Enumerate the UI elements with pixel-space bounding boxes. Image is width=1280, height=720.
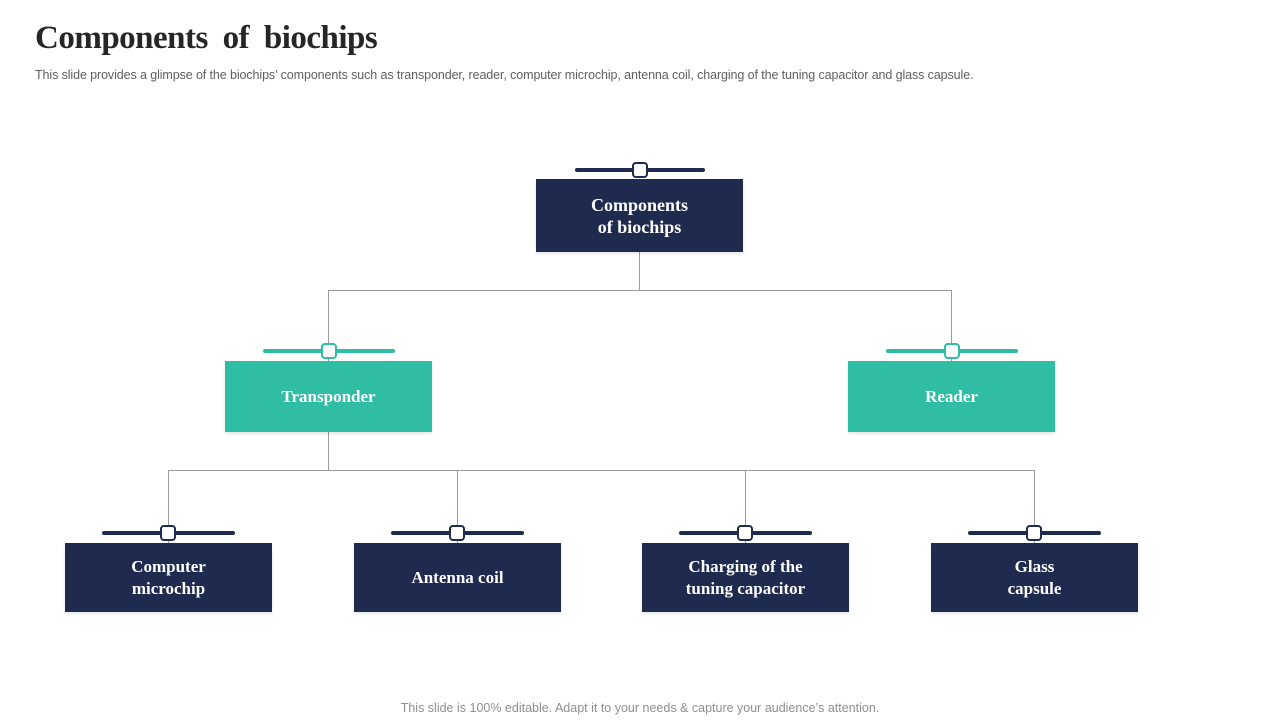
node-label: Glass capsule <box>1007 556 1062 598</box>
node-components-of-biochips[interactable]: Components of biochips <box>536 179 743 252</box>
connector-transponder-up <box>328 290 329 361</box>
handle-knob-antenna <box>449 525 465 541</box>
node-label: Antenna coil <box>411 567 504 587</box>
node-label: Transponder <box>281 386 376 406</box>
connector-level3-horizontal <box>168 470 1035 471</box>
slide-title: Components of biochips <box>35 20 378 56</box>
connector-root-down <box>639 252 640 290</box>
node-glass-capsule[interactable]: Glass capsule <box>931 543 1138 612</box>
node-label: Computer microchip <box>131 556 206 598</box>
node-charging-tuning-capacitor[interactable]: Charging of the tuning capacitor <box>642 543 849 612</box>
connector-transponder-down <box>328 432 329 470</box>
connector-glass-up <box>1034 470 1035 543</box>
handle-knob-reader <box>944 343 960 359</box>
handle-knob-charging <box>737 525 753 541</box>
connector-level2-horizontal <box>328 290 952 291</box>
connector-reader-up <box>951 290 952 361</box>
node-computer-microchip[interactable]: Computer microchip <box>65 543 272 612</box>
node-label: Components of biochips <box>590 194 688 237</box>
node-transponder[interactable]: Transponder <box>225 361 432 432</box>
footer-note: This slide is 100% editable. Adapt it to… <box>400 701 880 715</box>
handle-knob-microchip <box>160 525 176 541</box>
connector-antenna-up <box>457 470 458 543</box>
node-label: Reader <box>925 386 978 406</box>
connector-microchip-up <box>168 470 169 543</box>
node-antenna-coil[interactable]: Antenna coil <box>354 543 561 612</box>
node-reader[interactable]: Reader <box>848 361 1055 432</box>
node-label: Charging of the tuning capacitor <box>685 556 806 598</box>
connector-charging-up <box>745 470 746 543</box>
handle-knob-glass <box>1026 525 1042 541</box>
slide-subtitle: This slide provides a glimpse of the bio… <box>35 68 974 82</box>
handle-knob-root <box>632 162 648 178</box>
handle-knob-transponder <box>321 343 337 359</box>
